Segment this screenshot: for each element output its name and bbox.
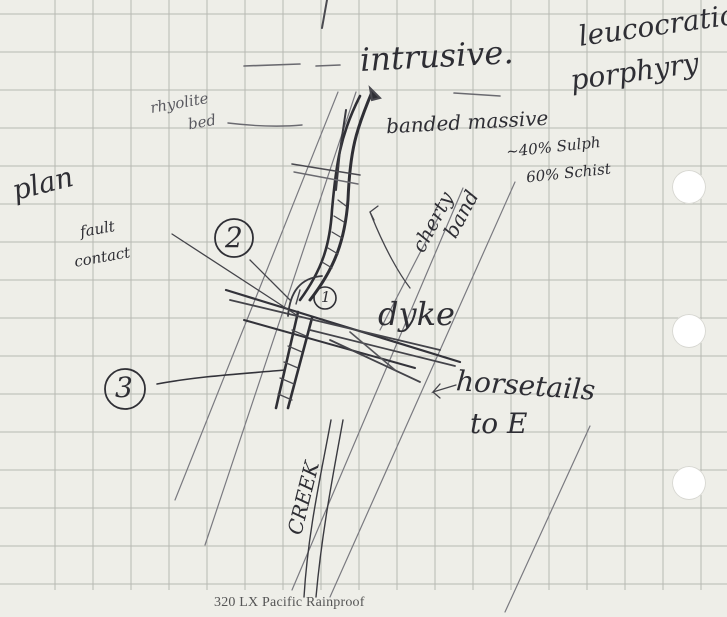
paper-brand-footer: 320 LX Pacific Rainproof: [214, 595, 365, 611]
label-3: 3: [115, 374, 133, 402]
label-1: 1: [321, 290, 331, 305]
note-dyke: dyke: [378, 298, 455, 330]
label-2: 2: [225, 224, 243, 252]
note-to-e: to E: [470, 410, 527, 438]
note-intrusive: intrusive.: [359, 36, 514, 76]
